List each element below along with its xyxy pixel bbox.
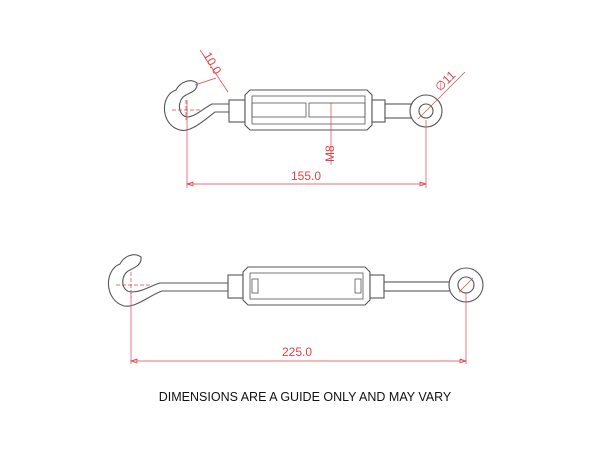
bottom-hook bbox=[107, 254, 229, 307]
top-body-slot-left bbox=[251, 102, 307, 118]
top-hook bbox=[163, 80, 231, 131]
top-right-collar bbox=[371, 99, 386, 123]
top-turnbuckle: 155.0 M8 10.0 ∅11 bbox=[163, 50, 466, 188]
disclaimer-caption: DIMENSIONS ARE A GUIDE ONLY AND MAY VARY bbox=[158, 390, 452, 404]
top-shaft bbox=[384, 103, 412, 119]
top-length-label: 155.0 bbox=[291, 169, 321, 183]
bottom-length-label: 225.0 bbox=[282, 345, 312, 359]
top-left-collar bbox=[228, 99, 246, 123]
top-thread-label: M8 bbox=[323, 145, 337, 162]
bottom-body-frame bbox=[249, 272, 364, 300]
bottom-shaft bbox=[383, 281, 451, 292]
bottom-body-nub-left bbox=[251, 278, 259, 294]
bottom-turnbuckle: 225.0 bbox=[107, 254, 484, 364]
bottom-body bbox=[242, 266, 371, 306]
bottom-right-collar bbox=[369, 274, 385, 299]
top-body bbox=[244, 89, 373, 131]
top-body-slot-right bbox=[308, 102, 366, 118]
bottom-body-nub-right bbox=[354, 278, 362, 294]
top-eye-diameter-label: ∅11 bbox=[432, 68, 458, 94]
top-hook-width-label: 10.0 bbox=[200, 50, 224, 78]
bottom-left-collar bbox=[227, 274, 244, 299]
